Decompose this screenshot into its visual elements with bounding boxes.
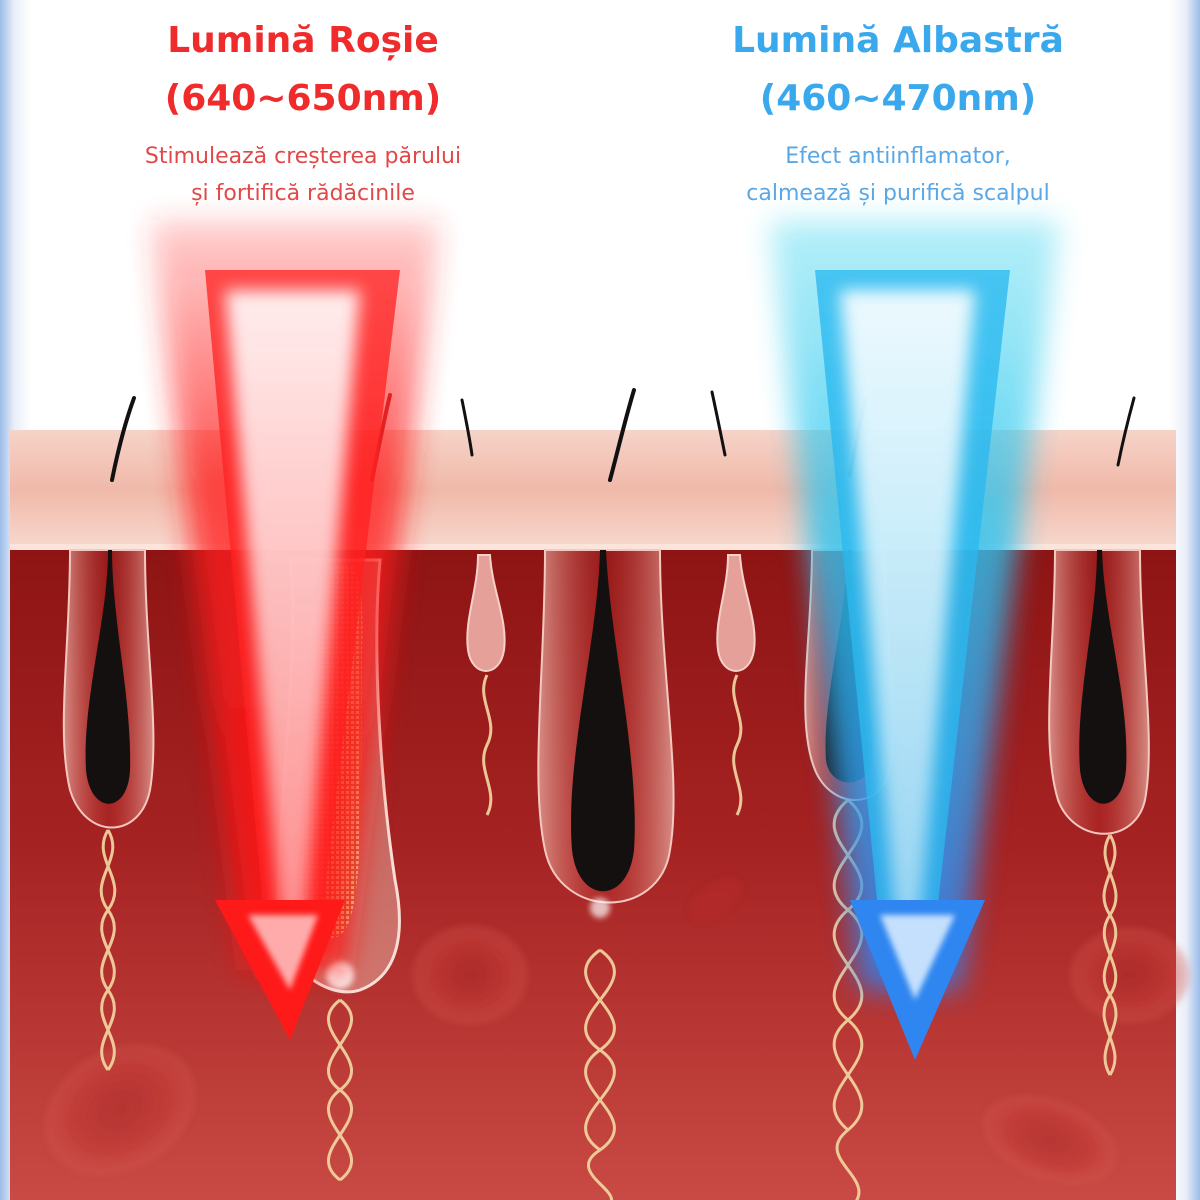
- skin-boundary: [10, 544, 1176, 550]
- red-light-title: Lumină Roșie: [167, 20, 439, 61]
- blue-light-label: Lumină Albastră (460~470nm) Efect antiin…: [598, 12, 1198, 212]
- blue-light-wavelength: (460~470nm): [759, 78, 1037, 119]
- red-light-desc-line1: Stimulează creșterea părului: [144, 144, 462, 169]
- blood-cells: [44, 878, 1190, 1185]
- blue-light-beam: [770, 220, 1060, 1060]
- blue-light-desc-line1: Efect antiinflamator,: [785, 144, 1011, 169]
- red-light-label: Lumină Roșie (640~650nm) Stimulează creș…: [3, 12, 603, 212]
- blue-light-desc-line2: calmează și purifică scalpul: [746, 181, 1050, 206]
- red-light-desc-line2: și fortifică rădăcinile: [191, 181, 415, 206]
- red-light-wavelength: (640~650nm): [164, 78, 442, 119]
- blue-light-title: Lumină Albastră: [732, 20, 1064, 61]
- red-light-beam: [150, 220, 440, 1040]
